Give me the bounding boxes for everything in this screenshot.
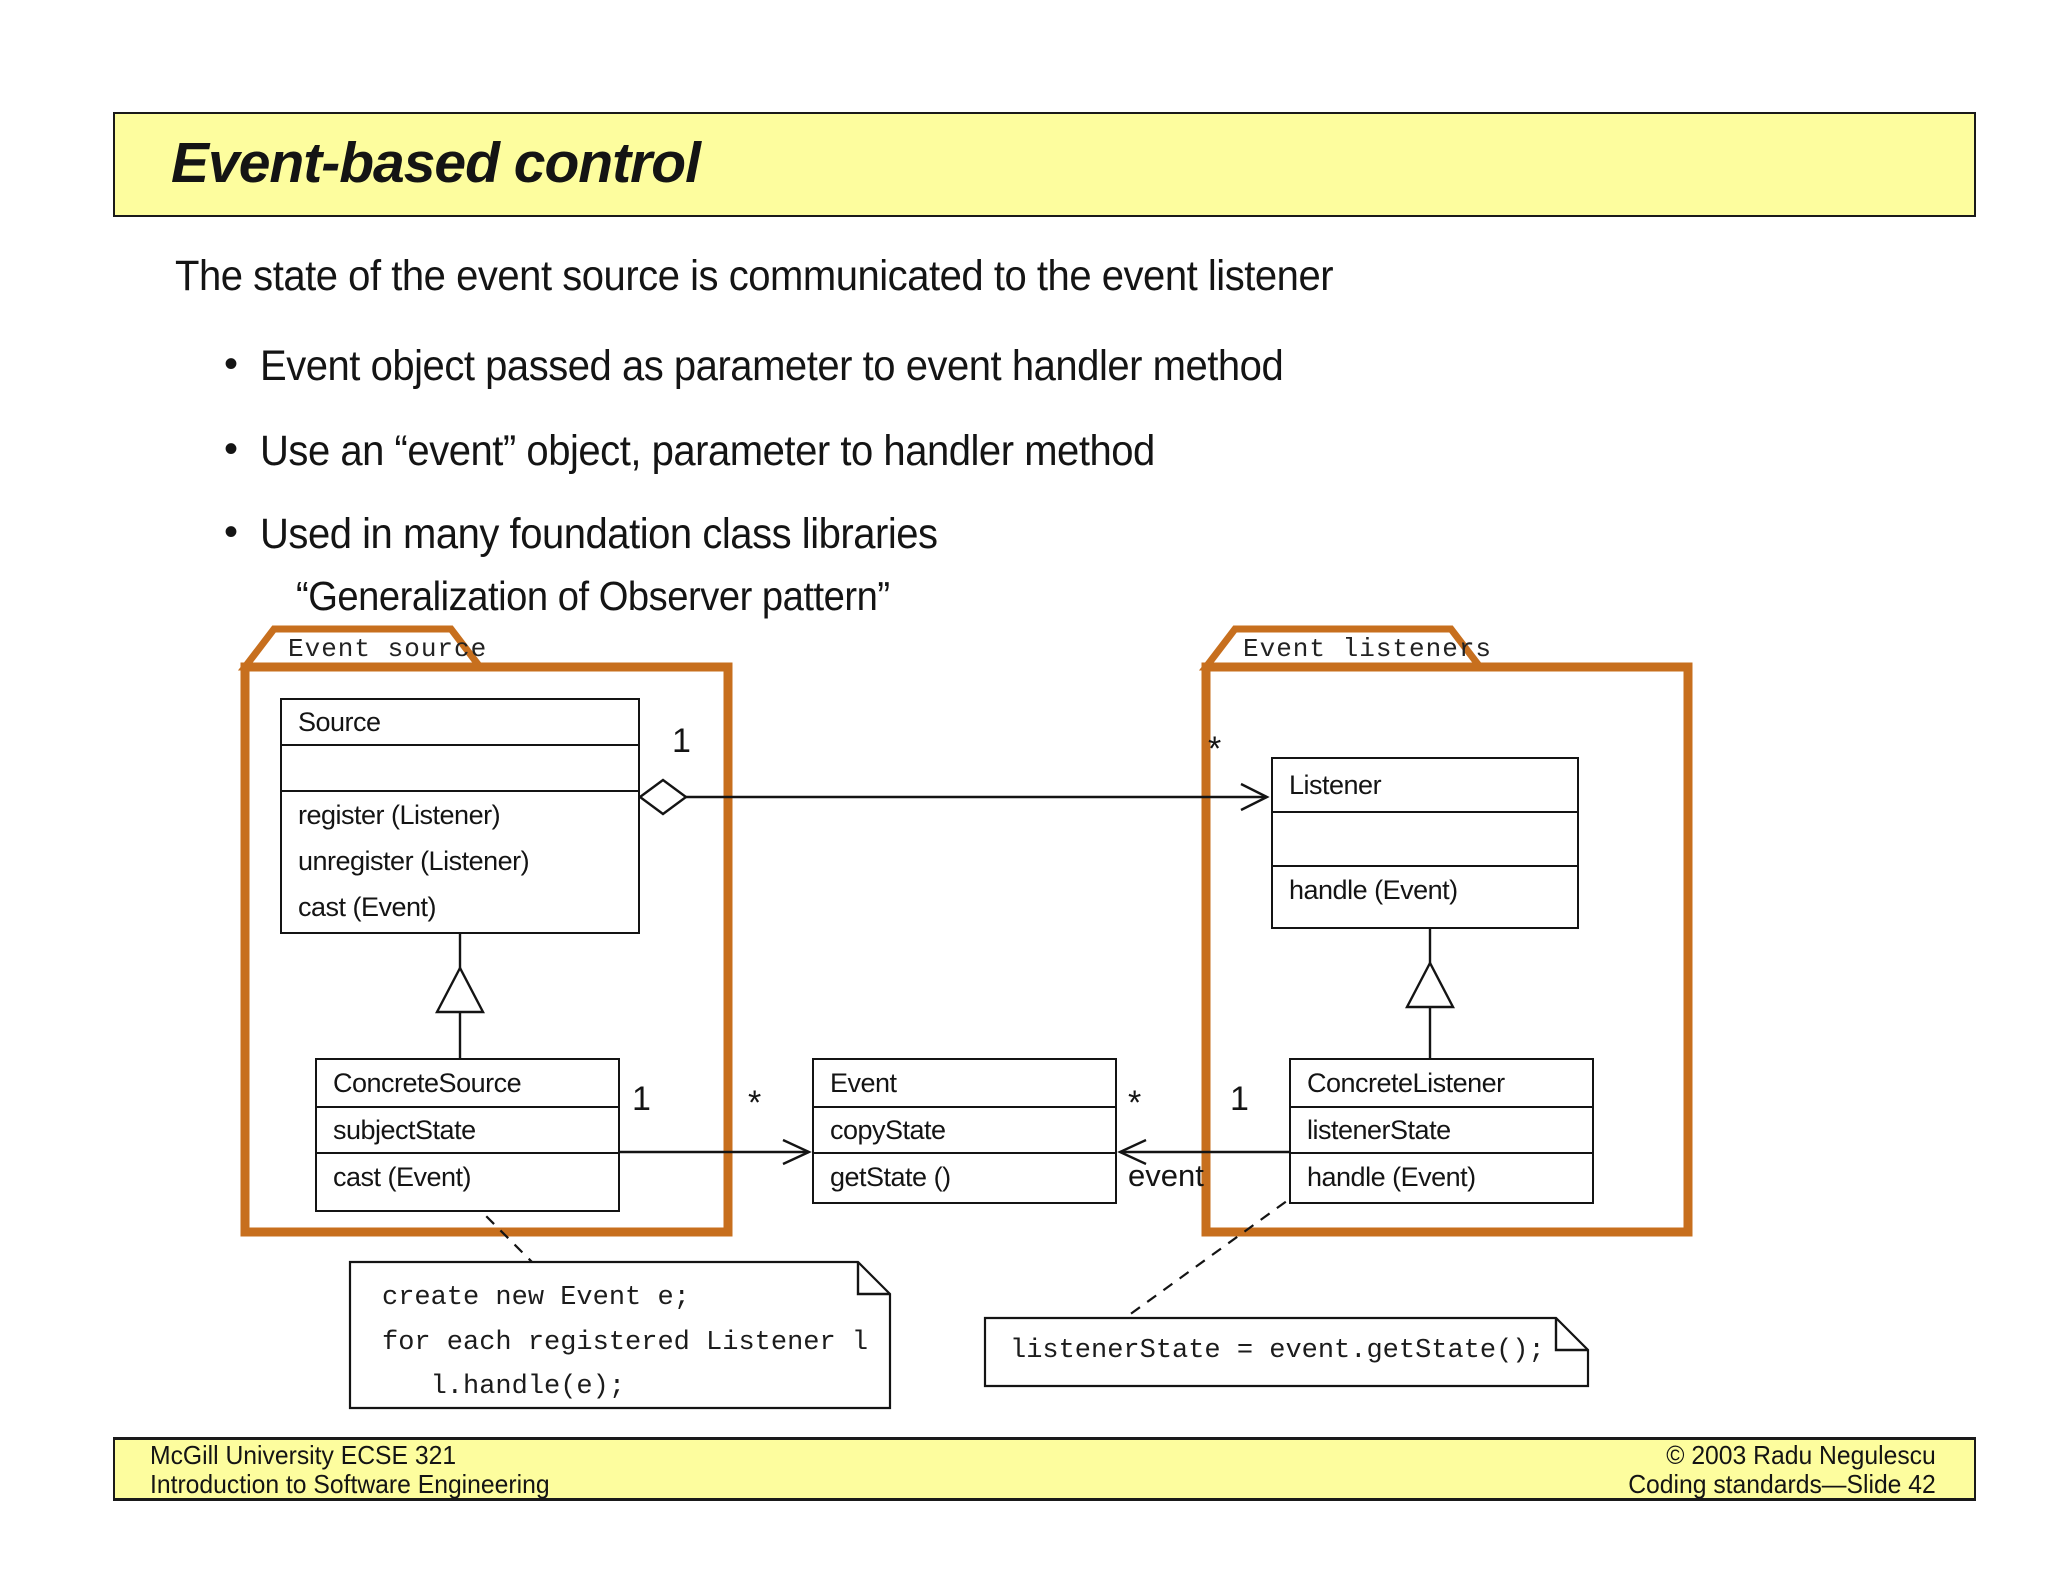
note-listener-shape [983, 1316, 1590, 1388]
class-name: ConcreteSource [333, 1068, 522, 1098]
note-fold-icon [1554, 1318, 1588, 1352]
bullet-dot-icon: • [224, 427, 238, 471]
method: handle (Event) [1307, 1162, 1476, 1192]
note-fold-icon [856, 1262, 890, 1296]
class-name: Source [298, 707, 381, 737]
open-arrowhead-icon [782, 1138, 812, 1166]
attribute: subjectState [333, 1115, 476, 1145]
footer-slide-number: Coding standards—Slide 42 [1628, 1469, 1936, 1499]
aggregation-diamond-icon [637, 778, 689, 816]
method: getState () [830, 1162, 951, 1192]
class-box-event: Event copyState getState () [812, 1058, 1117, 1204]
class-box-concrete-source: ConcreteSource subjectState cast (Event) [315, 1058, 620, 1212]
aggregation-connector [637, 778, 1270, 816]
class-name: ConcreteListener [1307, 1068, 1505, 1098]
method: handle (Event) [1289, 875, 1458, 905]
note-connector-right [1124, 1189, 1303, 1319]
bullet-text: Event object passed as parameter to even… [260, 342, 1284, 390]
footer-left-block: McGill University ECSE 321 Introduction … [150, 1441, 550, 1499]
footer-copyright: © 2003 Radu Negulescu [1666, 1440, 1936, 1470]
class-box-concrete-listener: ConcreteListener listenerState handle (E… [1289, 1058, 1594, 1204]
attributes-compartment-empty [282, 746, 638, 792]
note-source-line: for each registered Listener l [382, 1328, 869, 1358]
package-label-event-source: Event source [288, 634, 488, 664]
method: register (Listener) [298, 800, 501, 830]
note-source-line: create new Event e; [382, 1283, 690, 1313]
generalization-listener [1405, 929, 1455, 1058]
method: cast (Event) [333, 1162, 472, 1192]
bullet-item: • Used in many foundation class libraries [224, 510, 989, 559]
intro-line: The state of the event source is communi… [175, 252, 1334, 300]
title-bar [113, 112, 1976, 217]
multiplicity-listener-end: * [1208, 730, 1222, 768]
footer-course-title: Introduction to Software Engineering [150, 1469, 550, 1499]
methods-compartment: handle (Event) [1273, 867, 1577, 913]
page-title: Event-based control [171, 131, 701, 195]
open-arrowhead-icon [1240, 782, 1270, 812]
methods-compartment: handle (Event) [1291, 1154, 1592, 1200]
generalization-source [435, 934, 485, 1058]
methods-compartment: cast (Event) [317, 1154, 618, 1200]
attribute: copyState [830, 1115, 946, 1145]
multiplicity-event-right-end: * [1128, 1084, 1142, 1122]
association-concretesource-event [620, 1138, 812, 1166]
footer-right-block: © 2003 Radu Negulescu Coding standards—S… [1628, 1441, 1936, 1499]
note-source-line: l.handle(e); [382, 1372, 626, 1402]
multiplicity-concrete-source-end: 1 [632, 1080, 651, 1118]
multiplicity-concrete-listener-end: 1 [1230, 1080, 1249, 1118]
note-source-shape [348, 1260, 892, 1410]
sub-quote: “Generalization of Observer pattern” [296, 573, 890, 619]
bullet-dot-icon: • [224, 342, 238, 386]
footer-bar [113, 1437, 1976, 1501]
note-connector-left [457, 1187, 533, 1263]
methods-compartment: getState () [814, 1154, 1115, 1200]
attributes-compartment-empty [1273, 813, 1577, 867]
method: unregister (Listener) [298, 846, 530, 876]
class-box-source: Source register (Listener) unregister (L… [280, 698, 640, 934]
class-name: Listener [1289, 770, 1382, 800]
method: cast (Event) [298, 892, 437, 922]
attribute: listenerState [1307, 1115, 1451, 1145]
bullet-item: • Use an “event” object, parameter to han… [224, 427, 1222, 476]
package-label-event-listeners: Event listeners [1243, 634, 1493, 664]
multiplicity-event-left-end: * [748, 1084, 762, 1122]
multiplicity-source-end: 1 [672, 722, 691, 760]
methods-compartment: register (Listener) unregister (Listener… [282, 792, 638, 930]
association-concretelistener-event [1117, 1138, 1289, 1166]
note-listener-line: listenerState = event.getState(); [1010, 1336, 1545, 1366]
bullet-dot-icon: • [224, 510, 238, 554]
association-role-event: event [1128, 1158, 1204, 1193]
bullet-text: Use an “event” object, parameter to hand… [260, 427, 1155, 475]
footer-course: McGill University ECSE 321 [150, 1440, 457, 1470]
class-name: Event [830, 1068, 897, 1098]
class-box-listener: Listener handle (Event) [1271, 757, 1579, 929]
open-arrowhead-icon [1117, 1138, 1147, 1166]
bullet-text: Used in many foundation class libraries [260, 510, 938, 558]
bullet-item: • Event object passed as parameter to eve… [224, 342, 1360, 391]
